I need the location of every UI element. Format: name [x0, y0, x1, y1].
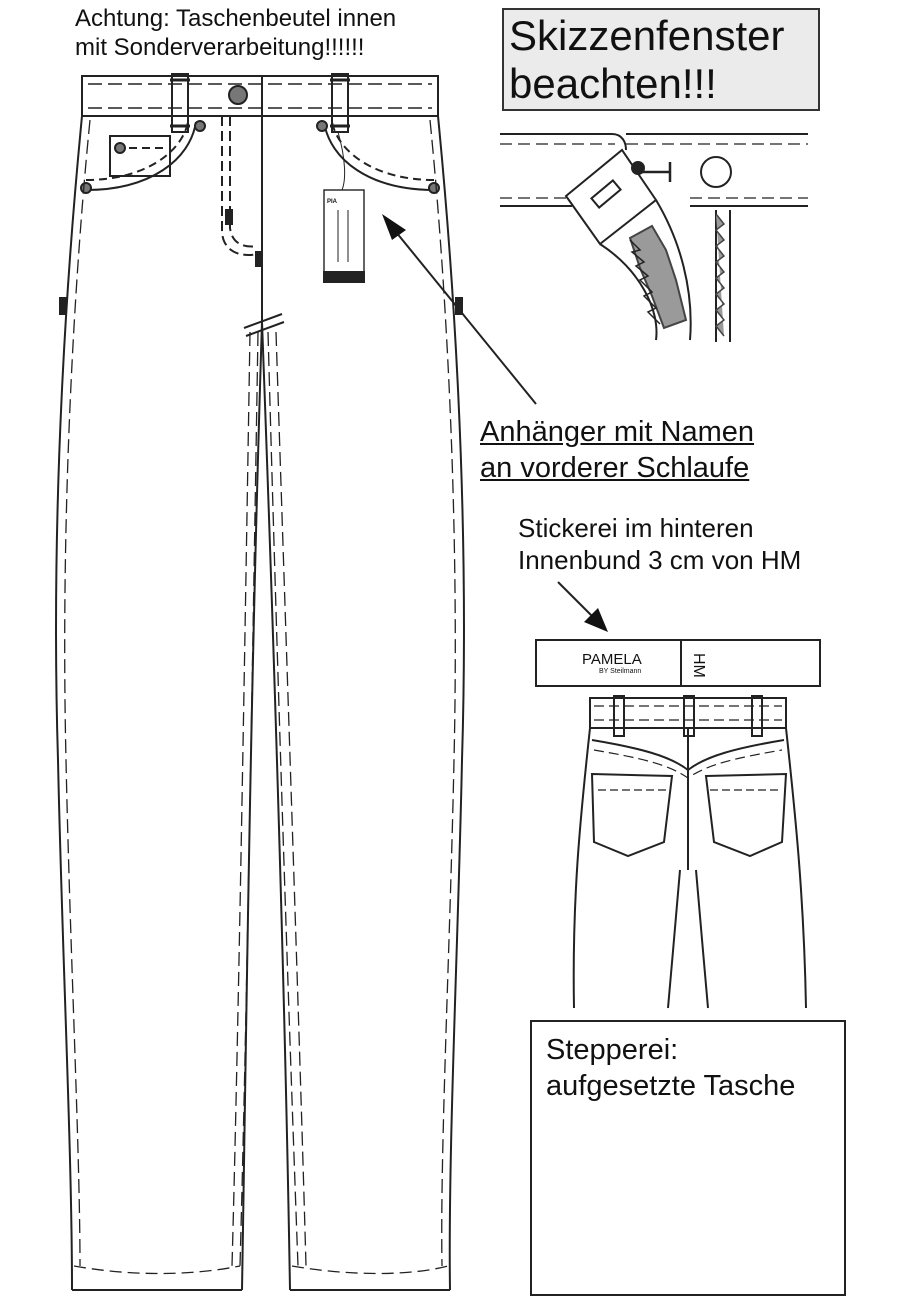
button-icon	[700, 156, 732, 188]
waistband-label: PAMELA BY Steilmann HM	[535, 639, 821, 687]
note-pocket-bags-line2: mit Sonderverarbeitung!!!!!!	[75, 34, 365, 61]
label-divider	[680, 641, 682, 685]
back-pocket-right	[704, 772, 788, 858]
detail-sketch	[500, 133, 808, 342]
back-pocket-left	[590, 772, 674, 858]
hang-tag-note-line1: Anhänger mit Namen	[480, 416, 755, 448]
arrow-icon	[382, 214, 537, 405]
sketch-window-line2: beachten!!!	[509, 60, 717, 107]
front-jeans-view	[55, 73, 465, 1291]
front-waistband	[81, 75, 439, 117]
embroidery-note: Stickerei im hinteren Innenbund 3 cm von…	[518, 512, 801, 576]
stitching-detail-box: Stepperei: aufgesetzte Tasche	[530, 1020, 846, 1296]
back-jeans-view	[572, 695, 807, 1009]
label-brand-sub: BY Steilmann	[599, 668, 642, 675]
belt-loop-icon	[170, 73, 350, 133]
label-brand: PAMELA	[582, 651, 642, 668]
coin-pocket	[109, 135, 171, 177]
stitching-title-line2: aufgesetzte Tasche	[546, 1070, 796, 1102]
zipper-icon	[628, 224, 688, 330]
stitching-title-line1: Stepperei:	[546, 1034, 679, 1066]
embroidery-note-line2: Innenbund 3 cm von HM	[518, 545, 802, 575]
embroidery-note-line1: Stickerei im hinteren	[518, 513, 754, 543]
arrow-icon	[557, 581, 608, 632]
sketch-window-line1: Skizzenfenster	[509, 12, 785, 59]
rivet-icon	[80, 120, 440, 194]
stitching-title: Stepperei: aufgesetzte Tasche	[546, 1032, 795, 1104]
hang-tag-note: Anhänger mit Namen an vorderer Schlaufe	[480, 414, 754, 486]
right-leg-outseam	[437, 115, 465, 1291]
label-hm-marker: HM	[690, 653, 707, 678]
front-pocket-right	[323, 121, 435, 191]
note-pocket-bags-line1: Achtung: Taschenbeutel innen	[75, 5, 397, 32]
front-pocket-left	[85, 121, 197, 191]
button-icon	[228, 85, 248, 105]
sketch-window-note: Skizzenfenster beachten!!!	[502, 8, 820, 111]
left-leg-outseam	[55, 115, 83, 1291]
sketch-window-title: Skizzenfenster beachten!!!	[509, 12, 784, 108]
hang-tag-name: PIA	[327, 199, 338, 205]
hang-tag-note-line2: an vorderer Schlaufe	[480, 452, 750, 484]
note-pocket-bags: Achtung: Taschenbeutel innen mit Sonderv…	[75, 4, 396, 62]
